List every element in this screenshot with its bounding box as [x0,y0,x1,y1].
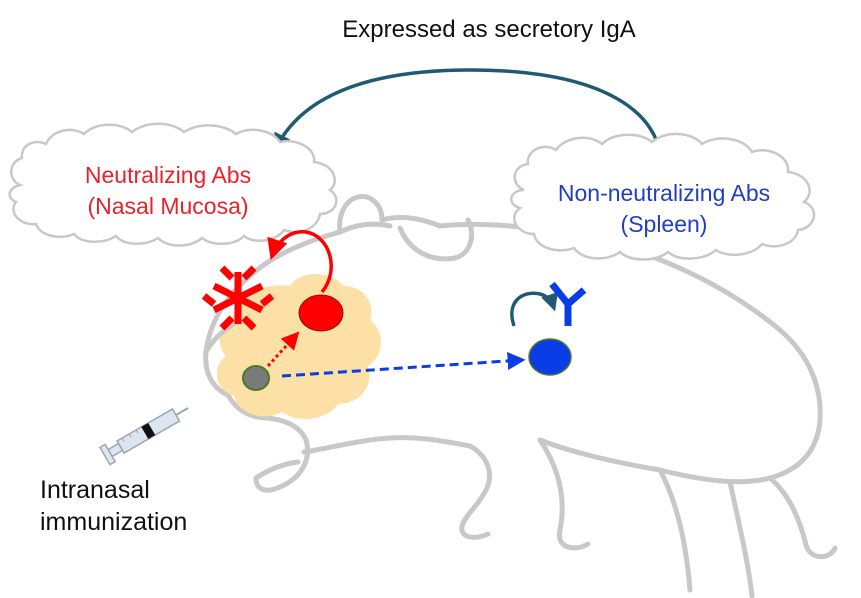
spleen-label: (Spleen) [621,211,708,237]
non-neutralizing-cloud [510,132,816,261]
differentiation-arrow-red [266,331,300,368]
migration-arrow-blue [281,351,526,378]
diagram-title: Expressed as secretory IgA [342,16,635,43]
neutralizing-cloud [8,122,338,247]
secretory-iga-arrow [274,68,664,173]
non-neutralizing-label: Non-neutralizing Abs [558,180,770,206]
non-neutralizing-plasma-cell [528,338,572,376]
mouse-snout-outline [203,319,239,355]
red-secretion-arrow [267,230,333,294]
neutralizing-plasma-cell [298,294,344,332]
neutralizing-label: Neutralizing Abs [85,162,251,188]
nasal-mucosa-label: (Nasal Mucosa) [87,193,248,219]
syringe-icon [98,407,189,466]
route-label-line2: immunization [40,508,187,536]
naive-b-cell [242,365,270,391]
route-label-line1: Intranasal [40,476,150,504]
blue-secretion-arrow [510,291,558,327]
non-neutralizing-antibody-icon [549,281,587,326]
neutralizing-antibody-icon [201,265,275,331]
